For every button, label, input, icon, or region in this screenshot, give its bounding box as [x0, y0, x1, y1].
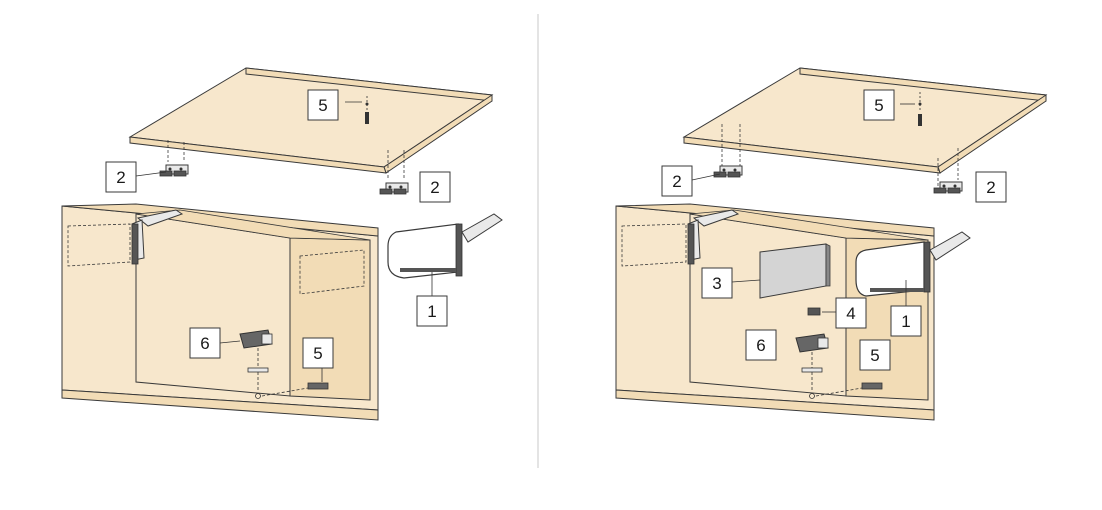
callout-right-2-left: 2 [661, 165, 721, 197]
svg-text:2: 2 [430, 178, 439, 197]
screw-icon [261, 366, 329, 397]
right-cabinet-interior [689, 213, 847, 397]
svg-text:6: 6 [756, 336, 765, 355]
right-figure: 5 2 2 3 4 1 6 5 [615, 67, 1048, 421]
callout-left-2-left: 2 [105, 161, 167, 193]
hinge-icon [379, 182, 409, 195]
svg-text:5: 5 [318, 96, 327, 115]
hinge-icon [159, 164, 189, 177]
svg-text:3: 3 [712, 274, 721, 293]
callout-right-5-bottom: 5 [859, 339, 891, 371]
callout-right-2-right: 2 [975, 171, 1007, 203]
callout-left-5-top: 5 [307, 89, 339, 121]
callout-left-1: 1 [416, 295, 448, 327]
svg-text:5: 5 [874, 96, 883, 115]
callout-left-5-bottom: 5 [302, 337, 334, 369]
callout-right-5-top: 5 [863, 89, 895, 121]
svg-text:1: 1 [901, 312, 910, 331]
screw-icon [345, 96, 369, 124]
callout-right-6: 6 [745, 329, 777, 361]
lift-housing-part-icon [239, 329, 273, 399]
callout-left-2-right: 2 [419, 171, 451, 203]
svg-text:6: 6 [200, 334, 209, 353]
left-figure: 5 2 2 1 6 5 [61, 67, 503, 421]
hinge-icon [713, 165, 743, 178]
lift-mechanism-part-icon [387, 213, 503, 279]
callout-left-6: 6 [189, 327, 241, 359]
svg-text:1: 1 [427, 302, 436, 321]
callout-right-3: 3 [701, 267, 761, 299]
bracket-icon [807, 307, 821, 316]
svg-text:5: 5 [870, 346, 879, 365]
lift-mechanism-part-icon [855, 231, 971, 297]
lift-housing-part-icon [795, 333, 829, 399]
screw-icon [815, 382, 883, 397]
svg-text:2: 2 [672, 172, 681, 191]
callout-right-1: 1 [890, 305, 922, 337]
svg-text:2: 2 [116, 168, 125, 187]
screw-icon [900, 92, 922, 126]
callout-right-4: 4 [835, 297, 867, 329]
svg-text:2: 2 [986, 178, 995, 197]
svg-text:4: 4 [846, 304, 855, 323]
svg-text:5: 5 [313, 344, 322, 363]
